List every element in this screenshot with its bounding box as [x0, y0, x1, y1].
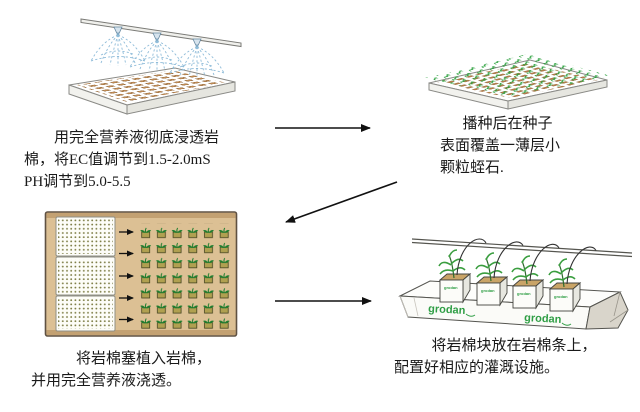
caption-line: PH调节到5.0-5.5: [24, 174, 131, 190]
propagation-tray: [44, 211, 238, 337]
plug-sheet: [55, 295, 116, 332]
sprout-cover: [425, 54, 612, 96]
grodan-cube-label: grodan: [444, 285, 458, 290]
grodan-cube: grodan: [438, 238, 487, 304]
caption-line: 将岩棉块放在岩棉条上，: [431, 338, 597, 354]
drip-tube: [493, 241, 524, 279]
grodan-cube: grodan: [475, 241, 524, 307]
caption-line: 并用完全营养液浇透。: [31, 373, 182, 389]
sprinkler-icon: [90, 26, 146, 67]
caption-line: 棉，将EC值调节到1.5-2.0mS: [24, 152, 211, 168]
arrow-step2-to-step3: [285, 181, 398, 223]
drip-tube: [566, 246, 597, 285]
step1-illustration: [68, 18, 242, 115]
step2-illustration: [425, 54, 612, 110]
caption-line: 播种后在种子: [462, 116, 553, 132]
grodan-cube-label: grodan: [481, 288, 495, 293]
drip-pipe: [411, 238, 633, 258]
grodan-cube: grodan: [548, 246, 597, 313]
drip-tube: [529, 243, 560, 282]
step2-caption: 播种后在种子 表面覆盖一薄层小 颗粒蛭石.: [440, 113, 600, 179]
step3-caption: 将岩棉塞植入岩棉， 并用完全营养液浇透。: [31, 348, 241, 392]
caption-line: 将岩棉塞植入岩棉，: [76, 351, 212, 367]
step4-illustration: grodan grodan grodan: [398, 238, 633, 330]
grodan-cubes: grodan grodan grodan: [438, 238, 597, 313]
step1-caption: 用完全营养液彻底浸透岩 棉，将EC值调节到1.5-2.0mS PH调节到5.0-…: [24, 127, 244, 193]
plug-grid: [77, 70, 227, 102]
transfer-arrows: [119, 229, 134, 323]
sprinkler-icon: [129, 32, 185, 73]
rockwool-tray: [68, 67, 236, 115]
seedling-grid: [139, 223, 233, 329]
grodan-cube: grodan: [511, 243, 560, 310]
plug-sheet: [55, 216, 116, 257]
step3-illustration: [44, 211, 238, 337]
grodan-label: grodan: [428, 303, 466, 317]
step4-caption: 将岩棉块放在岩棉条上， 配置好相应的灌溉设施。: [394, 335, 634, 379]
drip-tube: [456, 238, 487, 276]
grodan-cube-label: grodan: [554, 294, 568, 299]
grodan-label: grodan: [524, 312, 562, 326]
seedling-tray: [425, 54, 612, 110]
caption-line: 配置好相应的灌溉设施。: [394, 360, 560, 376]
caption-line: 用完全营养液彻底浸透岩: [54, 130, 220, 146]
plug-sheet: [55, 256, 116, 296]
caption-line: 表面覆盖一薄层小: [440, 138, 561, 154]
grodan-cube-label: grodan: [517, 291, 531, 296]
caption-line: 颗粒蛭石.: [440, 160, 504, 176]
